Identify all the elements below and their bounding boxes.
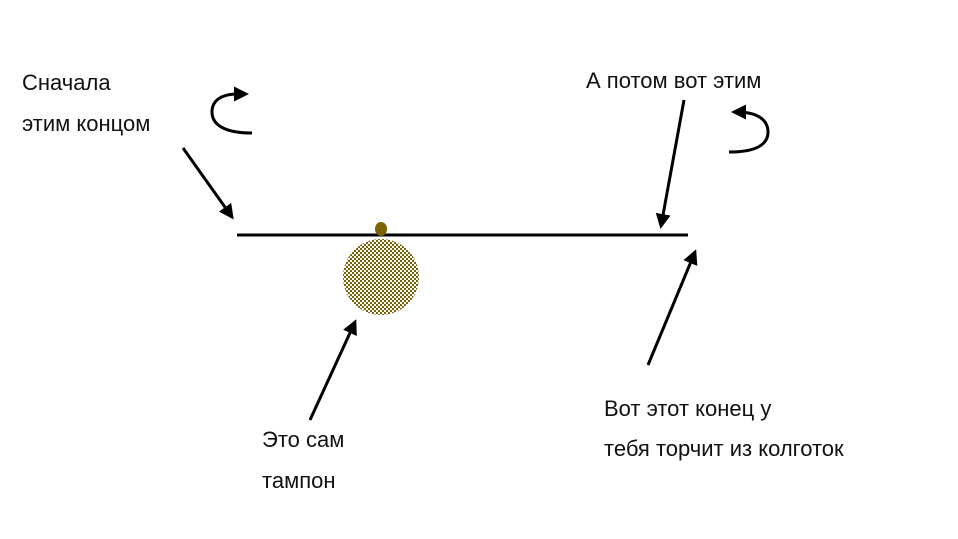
arrow-to-tampon — [308, 319, 357, 421]
tampon-label-line2: тампон — [262, 468, 336, 493]
rotate-right-arrow-icon — [728, 104, 770, 154]
this-end-label-line1: Вот этот конец у — [604, 396, 771, 421]
tampon-body — [343, 239, 419, 315]
first-end-label-line1: Сначала — [22, 70, 111, 95]
arrow-to-right-end-bottom — [646, 249, 698, 366]
then-this-label: А потом вот этим — [586, 68, 761, 93]
tampon-nub — [375, 222, 387, 236]
arrow-to-left-end — [181, 147, 234, 220]
rotate-left-arrow-icon — [210, 86, 253, 135]
tampon-label-line1: Это сам — [262, 427, 344, 452]
first-end-label-line2: этим концом — [22, 111, 150, 136]
arrow-to-right-end-top — [655, 99, 686, 229]
this-end-label-line2: тебя торчит из колготок — [604, 436, 844, 461]
